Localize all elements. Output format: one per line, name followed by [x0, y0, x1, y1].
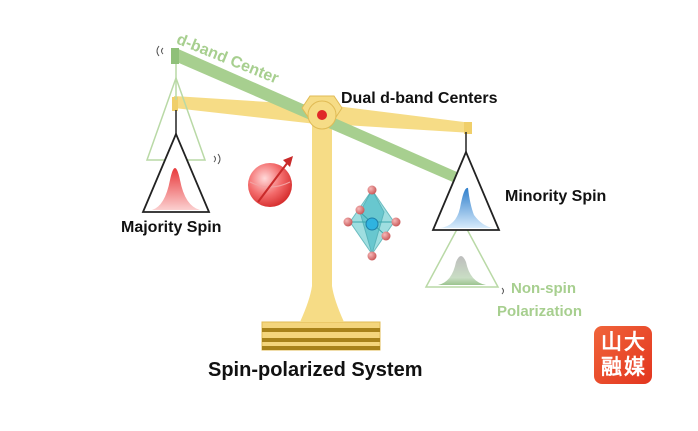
majority-spin-label: Majority Spin: [121, 219, 222, 236]
non-spin-label-line2: Polarization: [497, 303, 583, 320]
beam-right-end: [464, 122, 472, 134]
balance-beam-right: [328, 105, 472, 133]
balance-post: [312, 120, 332, 292]
system-title: Spin-polarized System: [208, 359, 423, 381]
non-spin-label-line1: Non-spin: [511, 280, 576, 297]
logo-char-2: 大: [624, 330, 645, 354]
octahedron-crystal-icon: [343, 185, 401, 261]
d-band-beam-end: [171, 48, 179, 64]
minority-spin-pan: [431, 132, 501, 231]
dual-centers-label: Dual d-band Centers: [341, 90, 498, 107]
majority-spin-pan: [141, 110, 211, 213]
beam-left-end: [172, 97, 178, 111]
logo-char-3: 融: [601, 355, 622, 379]
pivot-knob: [301, 95, 343, 130]
logo-char-4: 媒: [624, 355, 645, 379]
majority-peak: [152, 168, 200, 210]
electron-spin-icon: [248, 156, 293, 207]
logo-char-1: 山: [601, 330, 622, 354]
wobble-marks: [156, 45, 504, 295]
balance-base: [261, 286, 381, 351]
minority-peak: [440, 187, 493, 228]
minority-spin-label: Minority Spin: [505, 188, 607, 205]
watermark-logo: 山 大 融 媒: [594, 326, 652, 384]
